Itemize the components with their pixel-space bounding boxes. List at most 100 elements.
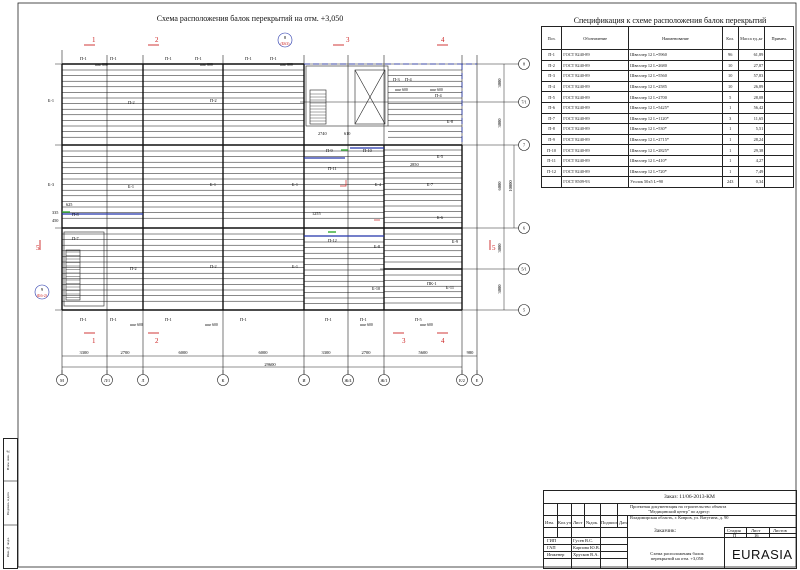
spec-cell: 1 — [721, 154, 739, 167]
spec-cell: ГОСТ 8240-89 — [561, 112, 630, 125]
col-date: Дата — [619, 520, 628, 525]
dim-5: 2700 — [362, 350, 372, 355]
detail-beams — [62, 63, 477, 237]
stair-treads — [66, 93, 326, 298]
plan-label-4: П-1 — [245, 56, 252, 61]
spec-cell — [764, 154, 794, 167]
plan-label-44: 2850 — [410, 162, 419, 167]
spec-cell: ГОСТ 8240-89 — [561, 70, 630, 82]
spec-cell: ГОСТ 8509-93 — [561, 176, 630, 188]
plan-label-12: П-5 — [415, 317, 422, 322]
spec-cell: Швеллер 12 L=720* — [628, 165, 723, 178]
spec-cell — [764, 59, 794, 72]
spec-col-pos: Поз. — [540, 26, 563, 50]
order-code: Заказ: 11/06-2013-КМ — [664, 494, 715, 500]
plan-label-23: Б-1 — [292, 182, 298, 187]
spec-col-mass: Масса ед.,кг — [737, 26, 766, 50]
spec-cell: ГОСТ 8240-89 — [561, 80, 630, 93]
spec-cell: 5,51 — [737, 123, 766, 135]
spec-cell: П-6 — [540, 101, 563, 114]
stair-openings — [63, 65, 389, 307]
plan-label-0: П-1 — [80, 56, 87, 61]
spec-cell: П-11 — [540, 154, 563, 167]
sheet-header: Лист — [751, 528, 761, 533]
axis-row-3: 6 — [523, 226, 525, 231]
axis-6: Ж/1 — [380, 378, 387, 383]
node-callouts: 8 (Б63) 9 (Б6-2) — [34, 32, 293, 300]
spec-cell — [764, 49, 794, 61]
spec-cell: Швеллер 12 L=2680 — [628, 59, 723, 72]
plan-label-42: 2740 — [318, 131, 327, 136]
spec-cell: Швеллер 12 L=2715* — [628, 133, 723, 146]
sheets-header: Листов — [773, 528, 787, 533]
spec-cell — [764, 123, 794, 135]
spec-header-row: Поз. Обозначение Наименование Кол. Масса… — [540, 26, 794, 50]
spec-cell: 27,87 — [737, 59, 766, 72]
plan-label-7: П-1 — [110, 317, 117, 322]
joists — [62, 69, 462, 304]
spec-cell: Уголок 50х5 L=90 — [628, 176, 723, 188]
name-1: Гусев В.С. — [573, 538, 594, 543]
spec-cell: ГОСТ 8240-89 — [561, 123, 630, 135]
plan-label-46: 625 — [66, 202, 72, 207]
spec-cell: 10 — [721, 80, 739, 93]
spec-col-note: Примеч. — [764, 26, 794, 50]
plan-label-13: П-2 — [128, 100, 135, 105]
dim-7: 980 — [467, 350, 475, 355]
plan-label-47: 335 — [52, 210, 58, 215]
spec-cell: П-12 — [540, 165, 563, 178]
spec-cell: П-2 — [540, 59, 563, 72]
spec-cell: 28,24 — [737, 133, 766, 146]
dim-total: 29600 — [264, 362, 276, 367]
drawing-title: Схема расположения балок перекрытий на о… — [156, 14, 344, 23]
step-label-3: шаг 600 — [395, 88, 408, 92]
plan-label-1: П-1 — [110, 56, 117, 61]
spec-cell: 1 — [721, 101, 739, 114]
dim-4: 3300 — [322, 350, 332, 355]
spec-cell: П-5 — [540, 91, 563, 103]
spec-cell: ГОСТ 8240-89 — [561, 133, 630, 146]
col-change: Изм. — [545, 520, 554, 525]
section-lines — [39, 44, 491, 334]
spec-cell: 26,89 — [737, 80, 766, 93]
dimension-lines — [62, 64, 515, 368]
spec-cell: П-1 — [540, 49, 563, 61]
spec-table: Поз. Обозначение Наименование Кол. Масса… — [540, 26, 794, 188]
step-label-7: шаг 600 — [360, 323, 373, 327]
step-label-8: шаг 600 — [420, 323, 433, 327]
plan-label-11: П-1 — [360, 317, 367, 322]
rdim-3: 3000 — [497, 243, 502, 253]
node-9-sheet: (Б6-2) — [37, 293, 48, 298]
spec-cell: Швеллер 12 L=5560 — [628, 70, 723, 82]
spec-cell: 4,27 — [737, 154, 766, 167]
plan-label-33: Б-11 — [446, 285, 454, 290]
title-block: Заказ: 11/06-2013-КМ Проектная документа… — [543, 490, 797, 569]
plan-label-43: 610 — [344, 131, 350, 136]
spec-cell: 96 — [721, 49, 739, 61]
plan-label-34: ПК-1 — [427, 281, 437, 286]
spec-cell: Швеллер 12 L=2700 — [628, 91, 723, 103]
plan-label-24: Б-1 — [292, 264, 298, 269]
spec-cell: 10 — [721, 59, 739, 72]
section-5-left: 5 — [36, 244, 40, 252]
project-line-2: "Медицинский центр" по адресу: — [648, 509, 711, 514]
spec-cell — [764, 176, 794, 188]
plan-label-6: П-1 — [80, 317, 87, 322]
spec-cell: Швеллер 12 L=5960 — [628, 49, 723, 61]
spec-cell — [764, 112, 794, 125]
project-line-3: Владимирская область, г. Ковров, ул. Ват… — [630, 515, 729, 520]
rdim-total: 10000 — [508, 180, 513, 192]
spec-cell — [764, 133, 794, 146]
axis-7: Е/2 — [459, 378, 465, 383]
spec-cell: ГОСТ 8240-89 — [561, 91, 630, 103]
spec-cell: П-8 — [540, 123, 563, 135]
sheet-title: Схема расположения балок перекрытий на о… — [650, 551, 704, 561]
plan-label-37: П-8 — [72, 212, 79, 217]
